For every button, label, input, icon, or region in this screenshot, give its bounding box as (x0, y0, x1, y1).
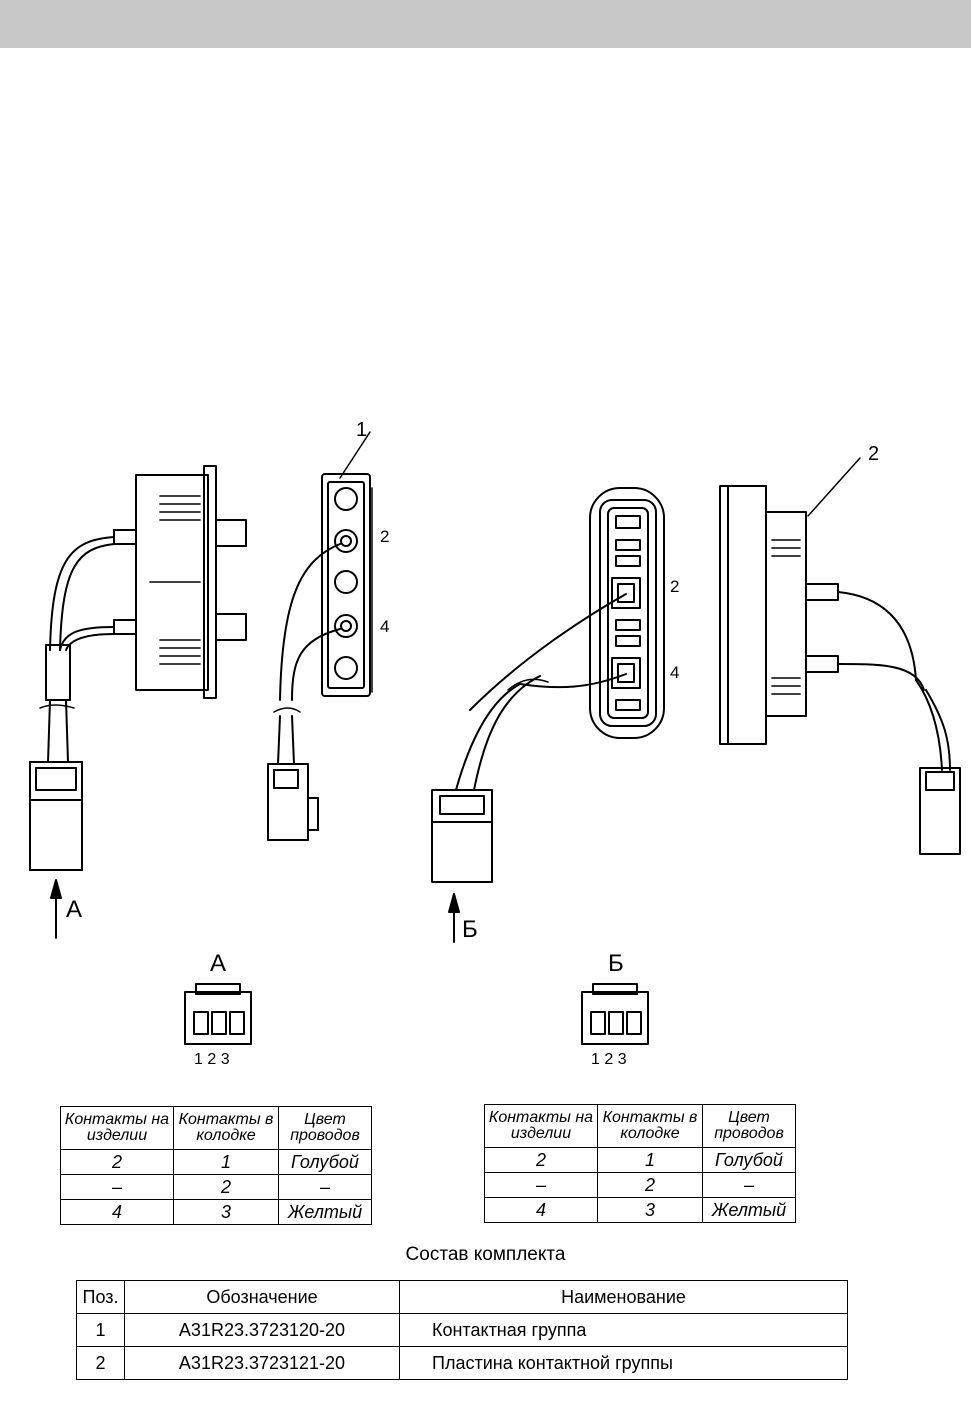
table-row: 4 3 Желтый (484, 1197, 796, 1223)
cell: – (60, 1174, 174, 1200)
kit-table-header: Поз. Обозначение Наименование (76, 1280, 848, 1314)
detail-a-title: А (210, 950, 227, 977)
cell: – (702, 1172, 796, 1198)
cell-name: Пластина контактной группы (399, 1346, 848, 1380)
kit-title: Состав комплекта (405, 1244, 566, 1265)
pin-label-b-2: 2 (670, 577, 680, 596)
header-name: Наименование (399, 1280, 848, 1314)
header-product-contacts: Контакты на изделии (60, 1106, 174, 1150)
pin-label-a-4: 4 (380, 617, 390, 636)
pin-label-a-2: 2 (380, 527, 390, 546)
pin-table-header: Контакты на изделии Контакты в колодке Ц… (484, 1104, 796, 1148)
callout-1: 1 (356, 419, 368, 441)
table-row: – 2 – (484, 1172, 796, 1198)
header-socket-contacts: Контакты в колодке (173, 1106, 279, 1150)
assembly-a-front-view (267, 431, 373, 841)
assembly-b-side-view (719, 457, 961, 855)
table-row: 2 A31R23.3723121-20 Пластина контактной … (76, 1346, 848, 1380)
pin-table-b: Контакты на изделии Контакты в колодке Ц… (484, 1104, 796, 1223)
view-arrow-b-label: Б (462, 916, 478, 943)
cell: Голубой (702, 1147, 796, 1173)
cell: 3 (597, 1197, 703, 1223)
cell: 4 (484, 1197, 598, 1223)
header-wire-color: Цвет проводов (278, 1106, 372, 1150)
detail-b-title: Б (608, 950, 624, 977)
cell: 1 (597, 1147, 703, 1173)
cell-position: 2 (76, 1346, 125, 1380)
detail-connector-b (581, 983, 649, 1045)
assembly-a-side-view (29, 465, 247, 939)
cell-designation: A31R23.3723121-20 (124, 1346, 400, 1380)
header-wire-color: Цвет проводов (702, 1104, 796, 1148)
table-row: 4 3 Желтый (60, 1199, 372, 1225)
cell: 4 (60, 1199, 174, 1225)
cell: 2 (597, 1172, 703, 1198)
cell: Желтый (278, 1199, 372, 1225)
header-product-contacts: Контакты на изделии (484, 1104, 598, 1148)
cell: 2 (60, 1149, 174, 1175)
assembly-b-front-view (431, 487, 665, 943)
detail-connector-a (184, 983, 252, 1045)
cell-designation: A31R23.3723120-20 (124, 1313, 400, 1347)
cell: – (278, 1174, 372, 1200)
cell: – (484, 1172, 598, 1198)
header-socket-contacts: Контакты в колодке (597, 1104, 703, 1148)
table-row: 2 1 Голубой (484, 1147, 796, 1173)
detail-b-pin-numbers: 1 2 3 (591, 1051, 627, 1068)
cell: Желтый (702, 1197, 796, 1223)
cell-position: 1 (76, 1313, 125, 1347)
pin-table-header: Контакты на изделии Контакты в колодке Ц… (60, 1106, 372, 1150)
cell: Голубой (278, 1149, 372, 1175)
cell-name: Контактная группа (399, 1313, 848, 1347)
cell: 1 (173, 1149, 279, 1175)
header-position: Поз. (76, 1280, 125, 1314)
kit-table: Поз. Обозначение Наименование 1 A31R23.3… (76, 1280, 848, 1380)
cell: 2 (173, 1174, 279, 1200)
detail-a-pin-numbers: 1 2 3 (194, 1051, 230, 1068)
header-designation: Обозначение (124, 1280, 400, 1314)
header-bar (0, 0, 971, 48)
pin-table-a: Контакты на изделии Контакты в колодке Ц… (60, 1106, 372, 1225)
callout-2: 2 (868, 443, 880, 465)
view-arrow-a-label: А (66, 896, 83, 923)
cell: 3 (173, 1199, 279, 1225)
cell: 2 (484, 1147, 598, 1173)
table-row: – 2 – (60, 1174, 372, 1200)
table-row: 2 1 Голубой (60, 1149, 372, 1175)
table-row: 1 A31R23.3723120-20 Контактная группа (76, 1313, 848, 1347)
pin-label-b-4: 4 (670, 663, 680, 682)
